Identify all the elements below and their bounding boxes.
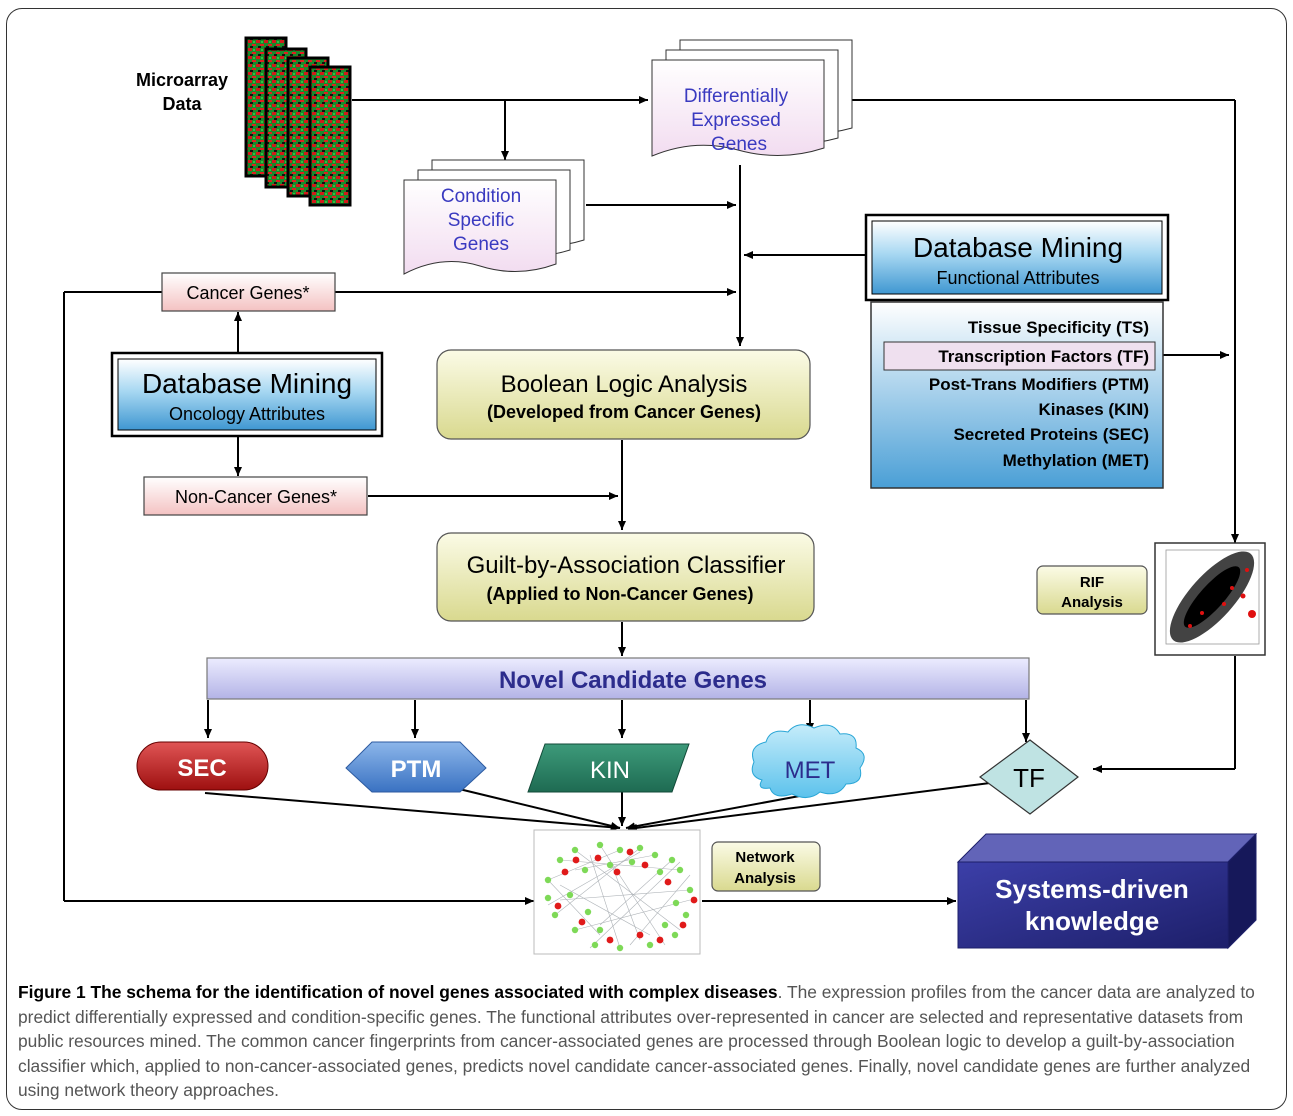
- non-cancer-genes-label: Non-Cancer Genes*: [175, 487, 337, 507]
- figure-caption: Figure 1 The schema for the identificati…: [18, 980, 1280, 1103]
- schema-diagram: Microarray Data Differentially Expressed…: [63, 36, 1266, 955]
- rif-scatter-plot-image: [1154, 542, 1266, 656]
- caption-title: Figure 1 The schema for the identificati…: [18, 982, 778, 1002]
- rif-line2: Analysis: [1061, 594, 1123, 611]
- microarray-label-line2: Data: [162, 94, 202, 114]
- attr-transcription-factors: Transcription Factors (TF): [938, 347, 1149, 366]
- classifier-box: [436, 532, 815, 622]
- caption-text: . The expression profiles from the cance…: [18, 982, 1255, 1100]
- db-oncology-box: [110, 351, 384, 438]
- db-functional-title: Database Mining: [913, 232, 1123, 263]
- tf-label: TF: [1013, 763, 1045, 793]
- network-graph-image: [533, 829, 701, 955]
- condition-specific-line1: Condition: [441, 186, 521, 207]
- boolean-logic-title: Boolean Logic Analysis: [501, 371, 748, 398]
- tf-attribute-highlight: [883, 341, 1156, 371]
- db-oncology-subtitle: Oncology Attributes: [169, 404, 325, 424]
- connectors: [63, 96, 1239, 905]
- attr-secreted-proteins: Secreted Proteins (SEC): [953, 425, 1149, 444]
- functional-attributes-box: [870, 301, 1164, 489]
- met-cloud-shape: [751, 724, 865, 798]
- attr-methylation: Methylation (MET): [1003, 451, 1149, 470]
- sec-label: SEC: [177, 755, 226, 782]
- systems-line2: knowledge: [1025, 906, 1159, 936]
- non-cancer-genes-box: [143, 476, 368, 516]
- classifier-subtitle: (Applied to Non-Cancer Genes): [486, 584, 753, 604]
- attr-tissue-specificity: Tissue Specificity (TS): [968, 318, 1149, 337]
- classifier-title: Guilt-by-Association Classifier: [467, 552, 786, 579]
- condition-specific-line3: Genes: [453, 234, 509, 255]
- diff-expressed-doc-stack: [651, 39, 853, 157]
- db-functional-box: [864, 213, 1170, 302]
- systems-knowledge-box: [956, 832, 1258, 950]
- ptm-shape: [345, 741, 487, 793]
- figure-frame: [6, 8, 1287, 1110]
- sec-shape: [136, 741, 269, 791]
- rif-analysis-box: [1036, 565, 1148, 615]
- met-label: MET: [785, 757, 836, 784]
- tf-diamond-shape: [978, 739, 1079, 815]
- cancer-genes-box: [161, 272, 336, 312]
- condition-specific-line2: Specific: [448, 210, 515, 231]
- network-analysis-box: [711, 841, 821, 892]
- boolean-logic-subtitle: (Developed from Cancer Genes): [487, 402, 761, 422]
- microarray-stack-icon: [244, 36, 352, 207]
- ptm-label: PTM: [391, 756, 442, 783]
- boolean-logic-box: [436, 349, 811, 440]
- network-line1: Network: [735, 849, 795, 866]
- kin-shape: [527, 743, 690, 793]
- diff-expressed-line3: Genes: [711, 134, 767, 155]
- novel-candidates-bar: [206, 657, 1030, 700]
- db-oncology-title: Database Mining: [142, 368, 352, 399]
- db-functional-subtitle: Functional Attributes: [936, 268, 1099, 288]
- network-line2: Analysis: [734, 870, 796, 887]
- attr-kinases: Kinases (KIN): [1038, 400, 1149, 419]
- novel-candidates-label: Novel Candidate Genes: [499, 667, 767, 694]
- diff-expressed-line2: Expressed: [691, 110, 781, 131]
- cancer-genes-label: Cancer Genes*: [186, 283, 309, 303]
- microarray-label-line1: Microarray: [136, 70, 228, 90]
- kin-label: KIN: [590, 757, 630, 784]
- diff-expressed-line1: Differentially: [684, 86, 789, 107]
- rif-line1: RIF: [1080, 574, 1104, 591]
- attr-post-trans-modifiers: Post-Trans Modifiers (PTM): [929, 375, 1149, 394]
- systems-line1: Systems-driven: [995, 874, 1189, 904]
- condition-specific-doc-stack: [403, 159, 585, 275]
